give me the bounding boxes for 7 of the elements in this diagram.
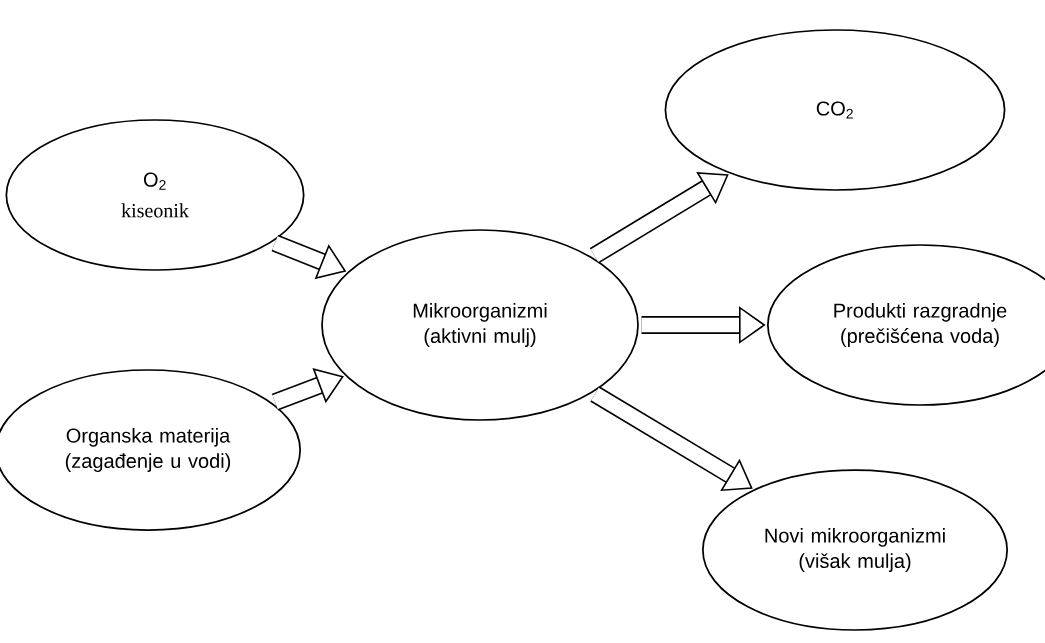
block-arrow: [271, 367, 344, 411]
ellipse-node: O$_{2}$ kiseonik: [5, 119, 305, 271]
ellipse-node: CO$_{2}$: [664, 29, 1006, 191]
block-arrow: [589, 172, 729, 264]
ellipse-node: Novi mikroorganizmi (višak mulja): [702, 469, 1008, 631]
block-arrow: [641, 306, 766, 344]
ellipse-node: Mikroorganizmi (aktivni mulj): [321, 229, 639, 421]
